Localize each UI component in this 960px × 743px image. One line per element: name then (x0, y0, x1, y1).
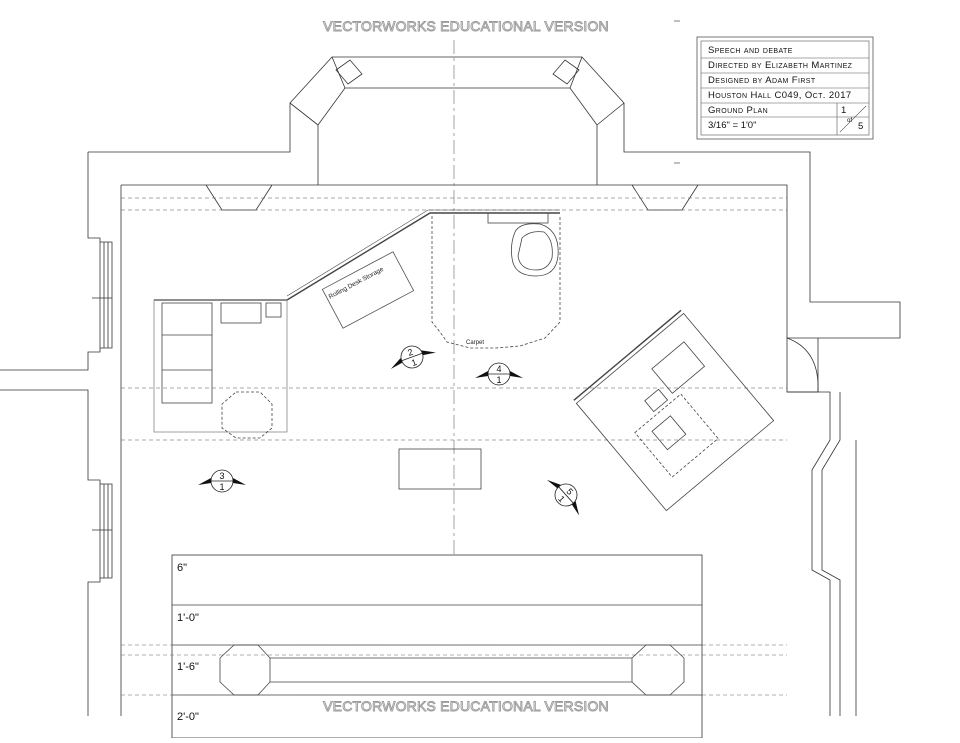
sheet-of: of (847, 118, 852, 124)
sheet-number: 1 (841, 105, 846, 116)
section-marker-2-top: 2 (406, 347, 414, 358)
riser-label-6in: 6" (177, 562, 187, 574)
title-block: Speech and debate Directed by Elizabeth … (696, 36, 874, 140)
section-marker-3: 3 1 (198, 469, 246, 493)
section-marker-2: 2 1 (390, 345, 436, 369)
sheet-total: 5 (858, 121, 863, 132)
riser-label-2ft: 2'-0" (177, 711, 199, 723)
director-credit: Directed by Elizabeth Martinez (708, 60, 853, 71)
tick-marks (674, 20, 680, 164)
designer-credit: Designed by Adam First (708, 75, 816, 86)
section-marker-4: 4 1 (475, 362, 523, 386)
watermark-bottom: VECTORWORKS EDUCATIONAL VERSION (323, 698, 609, 714)
section-marker-5: 5 1 (546, 479, 580, 516)
drawing-title: Ground Plan (708, 105, 768, 116)
section-marker-5-bottom: 1 (556, 494, 567, 504)
drawing-scale: 3/16" = 1'0" (708, 120, 756, 131)
watermark-top: VECTORWORKS EDUCATIONAL VERSION (323, 18, 609, 34)
venue-date: Houston Hall C049, Oct. 2017 (708, 90, 852, 101)
section-marker-5-top: 5 (564, 486, 575, 496)
set-pieces (121, 209, 787, 739)
riser-label-1ft6in: 1'-6" (177, 661, 199, 673)
section-marker-4-top: 4 (496, 364, 501, 374)
section-marker-4-bottom: 1 (496, 375, 501, 385)
section-marker-2-bottom: 1 (410, 357, 418, 368)
section-marker-3-bottom: 1 (219, 482, 224, 492)
building-walls (0, 56, 901, 716)
production-title: Speech and debate (708, 45, 793, 56)
carpet-label: Carpet (466, 340, 484, 346)
section-marker-3-top: 3 (219, 471, 224, 481)
riser-label-1ft: 1'-0" (177, 612, 199, 624)
